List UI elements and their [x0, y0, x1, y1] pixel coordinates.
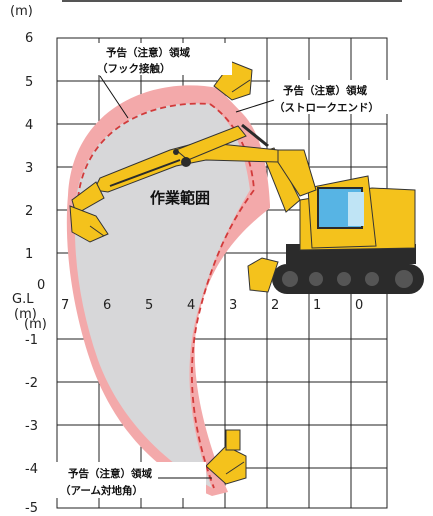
y-tick: 1 [25, 247, 33, 262]
header-unit: (m) [10, 4, 33, 19]
y-tick: 4 [25, 118, 33, 133]
warning-title: 予告（注意）領域 [283, 84, 367, 97]
x-tick: 0 [355, 298, 363, 313]
x-axis-labels: 7 6 5 4 3 2 1 0 [61, 298, 363, 313]
caution-boundary-dashed-2 [191, 103, 255, 489]
y-tick: -1 [25, 333, 38, 348]
y-tick: 6 [25, 31, 33, 46]
warning-stroke-end: 予告（注意）領域 （ストロークエンド） [235, 80, 430, 114]
x-tick: 5 [145, 298, 153, 313]
header-cropped-text [62, 0, 402, 2]
x-tick: 4 [187, 298, 195, 313]
bucket-icon [69, 205, 109, 243]
y-tick: -5 [25, 501, 38, 512]
x-tick: 6 [103, 298, 111, 313]
y-axis-unit: (m) [24, 317, 47, 332]
ground-level-unit: (m) [14, 307, 37, 322]
x-tick: 7 [61, 298, 69, 313]
y-tick: 5 [25, 75, 33, 90]
caution-boundary-dashed [77, 102, 211, 199]
warning-hook-contact: 予告（注意）領域 （フック接触） [92, 43, 232, 119]
warning-detail: （ストロークエンド） [274, 101, 379, 114]
y-axis-labels: 6 5 4 3 2 1 0 -1 -2 -3 -4 -5 [25, 31, 45, 516]
warning-detail: （アーム対地角） [60, 484, 143, 497]
working-range-label: 作業範囲 [150, 189, 210, 207]
x-tick: 2 [271, 298, 279, 313]
bucket-icon [205, 429, 247, 485]
warning-title: 予告（注意）領域 [68, 467, 152, 480]
warning-arm-ground-angle: 予告（注意）領域 （アーム対地角） [56, 462, 212, 498]
warning-title: 予告（注意）領域 [106, 46, 190, 59]
y-tick: 2 [25, 204, 33, 219]
y-tick: 3 [25, 161, 33, 176]
warning-detail: （フック接触） [97, 62, 171, 75]
x-tick: 3 [229, 298, 237, 313]
x-tick: 1 [313, 298, 321, 313]
y-tick: -2 [25, 376, 38, 391]
y-tick: -3 [25, 419, 38, 434]
excavator-icon [71, 123, 424, 294]
working-range-area [74, 103, 250, 489]
y-tick: 0 [37, 278, 45, 293]
y-tick: -4 [25, 462, 38, 477]
ground-level-label: G.L [12, 292, 34, 307]
